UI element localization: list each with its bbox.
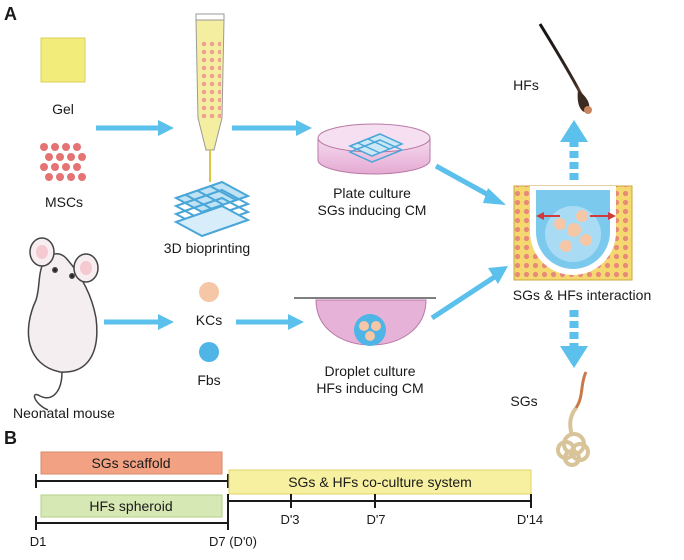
- mouse-illustration: [27, 237, 99, 411]
- mouse-label: Neonatal mouse: [13, 405, 115, 421]
- arrow-to-cells: [104, 314, 174, 330]
- plate-culture-label-line1: Plate culture: [333, 185, 411, 201]
- gel-block: [40, 37, 86, 83]
- hair-follicle-illustration: [538, 23, 592, 114]
- droplet-label-line1: Droplet culture: [324, 363, 415, 379]
- panel-a-letter: A: [4, 4, 17, 24]
- panel-b-letter: B: [4, 428, 17, 448]
- hfs-label: HFs: [513, 77, 539, 93]
- arrow-to-plate: [232, 120, 312, 136]
- kcs-cell: [199, 282, 219, 302]
- mscs-cells: [40, 143, 86, 181]
- sgs-scaffold-label: SGs scaffold: [91, 455, 170, 471]
- sgs-scaffold-bar: [40, 451, 223, 475]
- coculture-bar: [228, 469, 532, 495]
- arrow-to-hfs: [560, 120, 588, 180]
- fbs-label: Fbs: [197, 372, 220, 388]
- tick-label-d7p: D'7: [366, 512, 385, 527]
- tick-label-d14p: D'14: [517, 512, 543, 527]
- tick-label-d1: D1: [30, 534, 47, 549]
- kcs-label: KCs: [196, 312, 222, 328]
- hfs-spheroid-label: HFs spheroid: [89, 498, 172, 514]
- bioprinter-nozzle: [195, 13, 225, 182]
- plate-culture-label-line2: SGs inducing CM: [318, 202, 427, 218]
- interaction-label: SGs & HFs interaction: [513, 287, 652, 303]
- arrow-droplet-to-interaction: [430, 266, 508, 321]
- arrow-to-sgs: [560, 310, 588, 368]
- hfs-spheroid-bar: [40, 494, 223, 518]
- tick-label-d7: D7 (D'0): [209, 534, 257, 549]
- coculture-label: SGs & HFs co-culture system: [288, 474, 472, 490]
- arrow-to-bioprinting: [96, 120, 174, 136]
- arrow-to-droplet: [236, 314, 304, 330]
- printed-scaffold: [173, 180, 251, 238]
- plate-culture-dish: [317, 123, 431, 175]
- gel-label: Gel: [52, 101, 74, 117]
- fbs-cell: [199, 342, 219, 362]
- tick-label-d3p: D'3: [280, 512, 299, 527]
- sweat-gland-illustration: [556, 371, 590, 467]
- droplet-culture: [294, 297, 436, 346]
- interaction-well: [513, 185, 633, 281]
- droplet-label-line2: HFs inducing CM: [316, 380, 423, 396]
- mscs-label: MSCs: [45, 194, 83, 210]
- sgs-label: SGs: [510, 393, 537, 409]
- arrow-plate-to-interaction: [434, 163, 506, 205]
- bioprinting-label: 3D bioprinting: [164, 240, 250, 256]
